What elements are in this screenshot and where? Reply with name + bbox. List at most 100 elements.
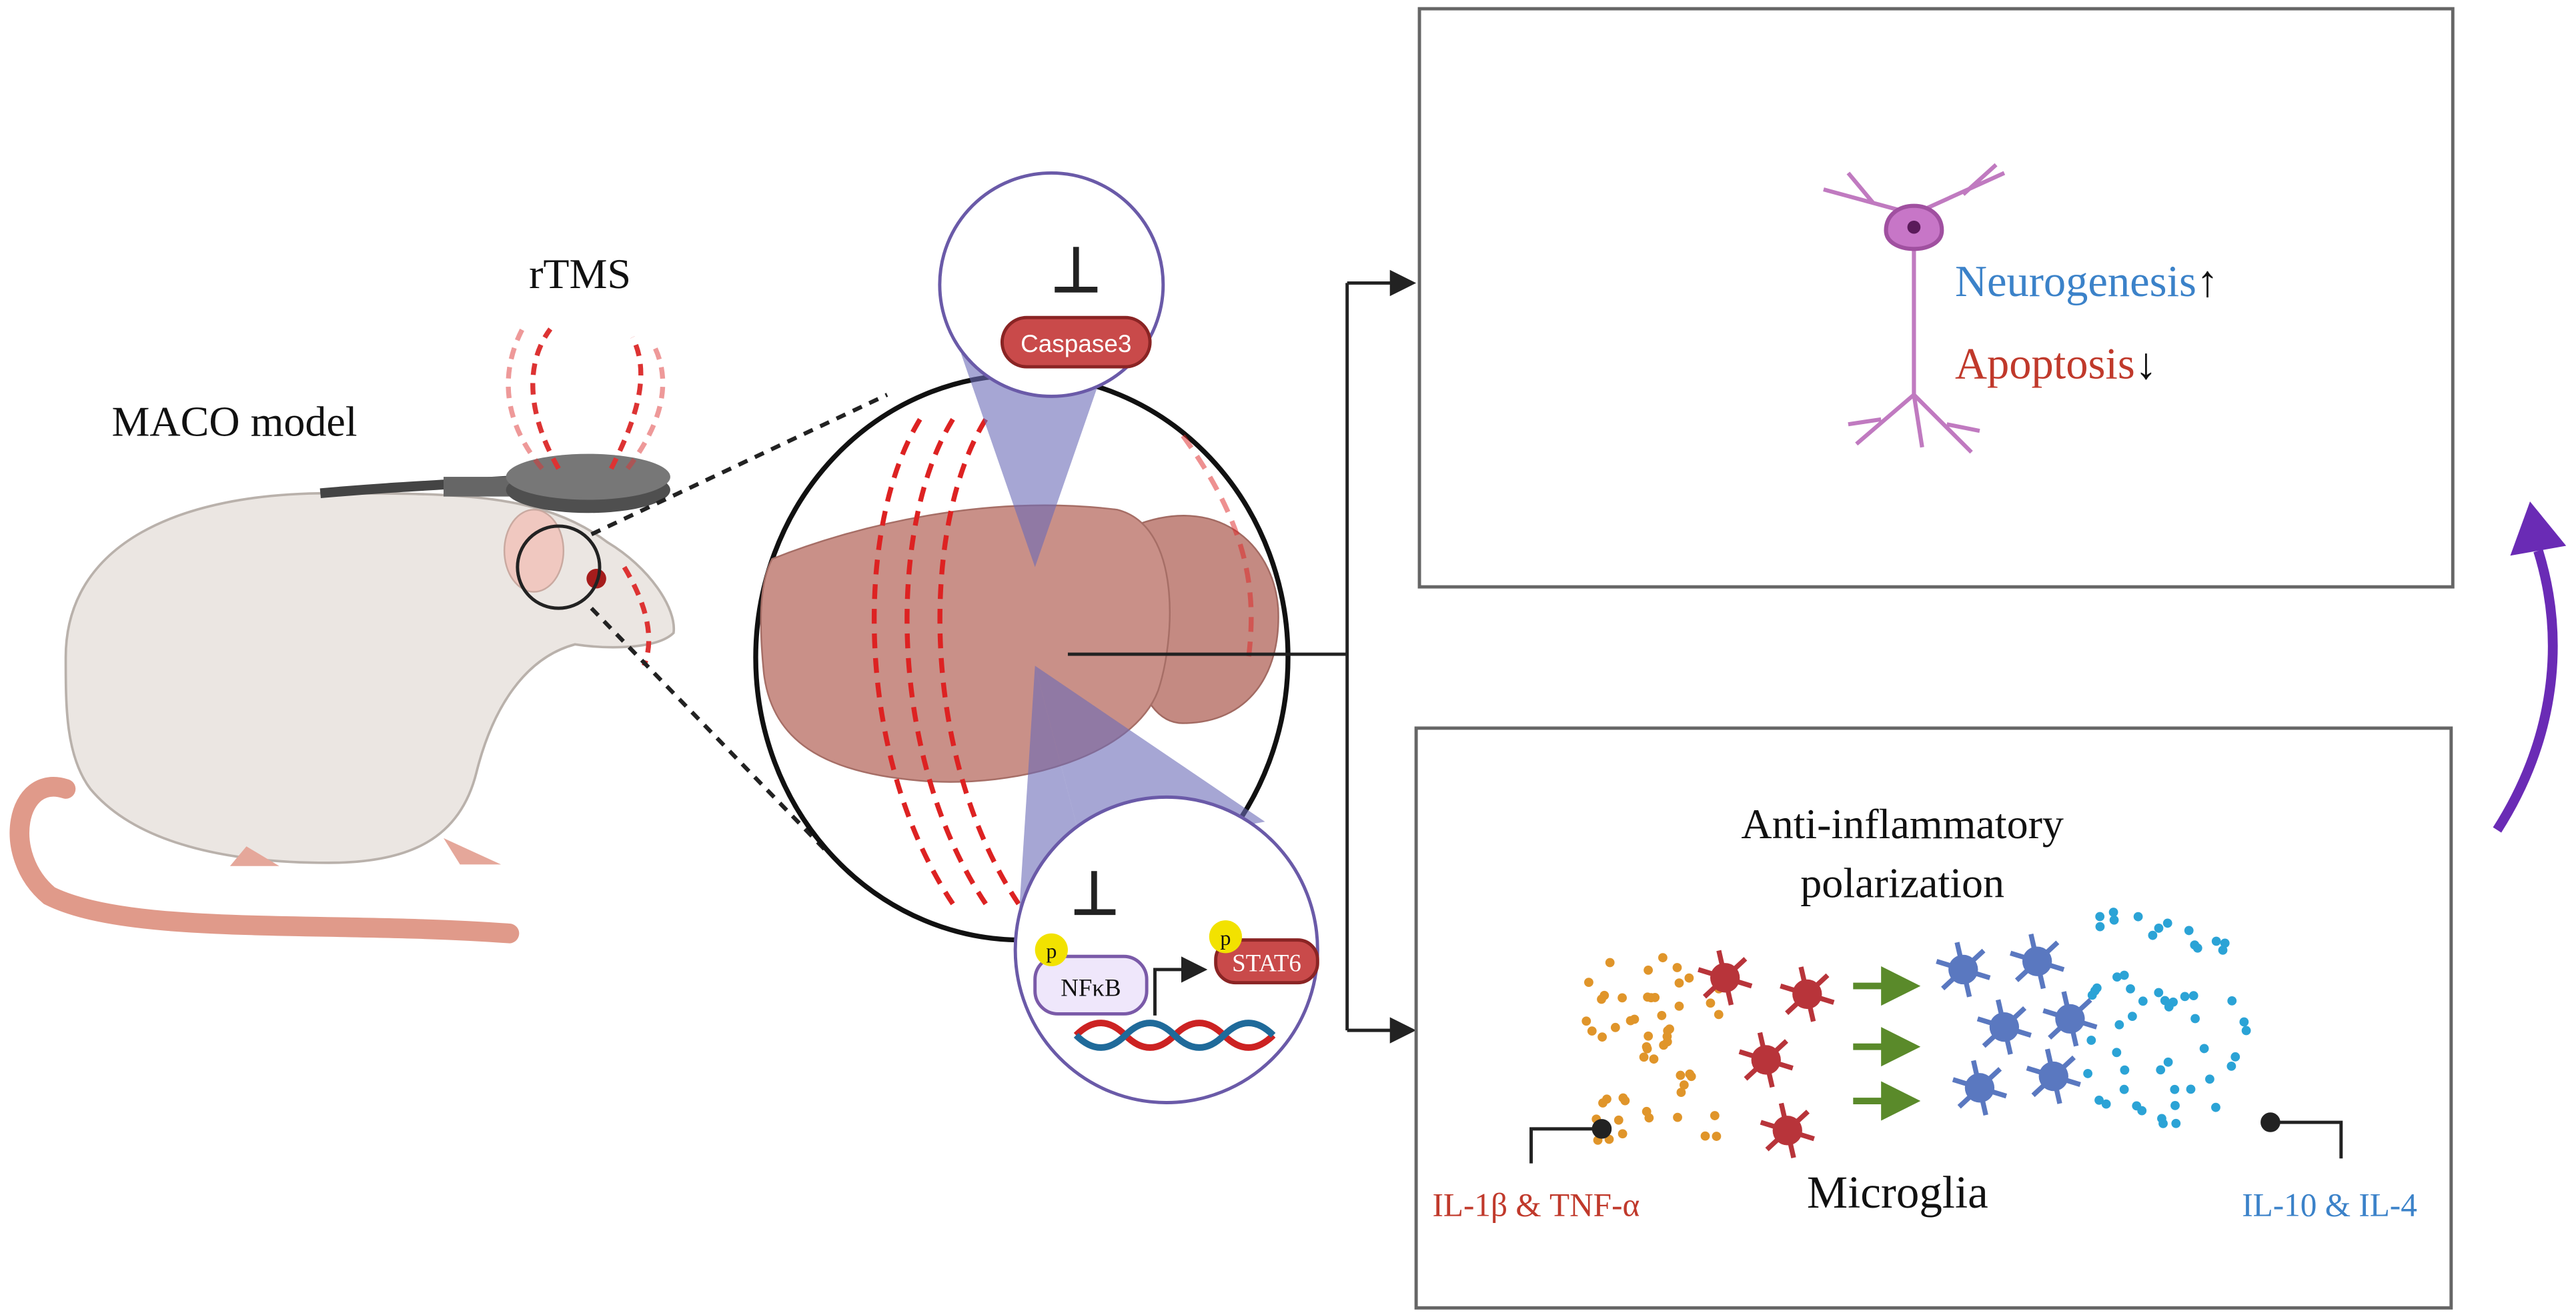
- cytokine-dot: [2112, 972, 2122, 982]
- cytokine-dot: [1672, 963, 1682, 972]
- m1-microglia-cell: [1760, 1102, 1815, 1158]
- cytokine-dot: [1706, 998, 1716, 1008]
- cytokine-dot: [1597, 1032, 1607, 1042]
- polarization-title-2: polarization: [1800, 860, 2004, 907]
- cytokine-dot: [1649, 1054, 1659, 1064]
- curved-arrow-head: [2510, 501, 2567, 556]
- cytokine-dot: [1714, 1010, 1724, 1020]
- cytokine-dot: [2162, 918, 2172, 928]
- zoom-connector-top: [590, 393, 888, 537]
- cytokine-dot: [2154, 988, 2164, 998]
- nfkb-label: NFκB: [1061, 974, 1121, 1001]
- m1-microglia-cell: [1738, 1032, 1794, 1088]
- cytokine-dot: [1599, 990, 1609, 1000]
- cytokine-dot: [1657, 1011, 1667, 1020]
- cytokine-dot: [2230, 1052, 2240, 1062]
- cytokine-dot: [1626, 1016, 1636, 1026]
- cytokine-dot: [2156, 1065, 2166, 1075]
- microglia-cells: [1698, 934, 2098, 1158]
- cytokine-dot: [1614, 1115, 1624, 1125]
- cytokine-dot: [2095, 922, 2105, 932]
- down-arrow-icon: ↓: [2135, 339, 2157, 388]
- cytokine-dot: [1639, 1052, 1649, 1062]
- pro-inflammatory-cytokines: IL-1β & TNF-α: [1433, 1186, 1640, 1223]
- cytokine-dot: [2192, 943, 2202, 953]
- cytokine-dot: [2190, 1014, 2200, 1024]
- cytokine-dot: [2108, 908, 2118, 917]
- rat-illustration: [9, 491, 676, 944]
- cytokine-dot: [2109, 915, 2119, 925]
- cytokine-dot: [1676, 1070, 1686, 1080]
- apoptosis-text: Apoptosis↓: [1955, 339, 2157, 388]
- cytokine-dot: [1610, 1022, 1620, 1032]
- cytokine-dot: [2163, 1057, 2173, 1067]
- cytokine-dot: [1662, 1037, 1672, 1047]
- m2-microglia-cell: [2010, 934, 2065, 990]
- cytokine-dot: [1674, 1001, 1684, 1011]
- cytokine-dot: [1618, 1129, 1628, 1139]
- cytokine-dot: [1618, 1093, 1628, 1103]
- cytokine-dot: [1581, 1016, 1591, 1026]
- cytokine-dot: [1685, 1069, 1695, 1079]
- cytokine-dot: [1712, 1132, 1722, 1141]
- cytokine-dot: [2119, 970, 2129, 980]
- cytokine-dot: [1674, 978, 1684, 988]
- inhibition-icon: [1055, 247, 1098, 293]
- up-arrow-icon: ↑: [2196, 257, 2218, 306]
- cytokine-dot: [2127, 1012, 2137, 1022]
- stat6-label: STAT6: [1232, 949, 1301, 976]
- cytokine-dot: [2101, 1099, 2111, 1109]
- cytokine-dot: [2227, 996, 2237, 1006]
- cytokine-dot: [1584, 978, 1593, 987]
- cytokine-dot: [2112, 1048, 2122, 1058]
- neuron-icon: [1823, 163, 2006, 454]
- cytokine-dot: [1710, 1111, 1720, 1120]
- cytokine-dot: [2120, 1065, 2130, 1075]
- zoom-connector-bottom: [590, 606, 832, 856]
- cytokine-dot: [2094, 1095, 2104, 1105]
- cytokine-dot: [1587, 1026, 1597, 1036]
- neurogenesis-label: Neurogenesis: [1955, 257, 2196, 306]
- phosphate-icon: [1035, 933, 1068, 967]
- nfkb-stat6-zoom: [1013, 795, 1319, 1104]
- caspase-label: Caspase3: [1021, 330, 1131, 357]
- cytokine-dot: [2170, 1100, 2180, 1110]
- cytokine-dot: [2095, 912, 2105, 922]
- phospho-label: p: [1046, 939, 1057, 963]
- m2-microglia-cell: [2026, 1048, 2081, 1104]
- cytokine-dot: [2148, 930, 2158, 940]
- cytokine-dot: [2186, 1084, 2196, 1094]
- m2-microglia-cell: [1936, 942, 1991, 998]
- cytokine-dot: [2218, 945, 2228, 955]
- neuron-panel: [1417, 7, 2455, 589]
- inhibition-icon: [1074, 871, 1116, 916]
- cytokine-dot: [2211, 936, 2221, 946]
- cytokine-dot: [2086, 1036, 2096, 1045]
- rtms-label: rTMS: [529, 250, 631, 297]
- cytokine-dot: [2205, 1074, 2214, 1084]
- cytokine-pointers: [1529, 1112, 2343, 1164]
- branch-arrows: [1067, 269, 1417, 1044]
- cytokine-dot: [1700, 1131, 1710, 1141]
- m2-microglia-cell: [2042, 991, 2098, 1047]
- cytokine-dot: [1644, 1031, 1654, 1041]
- polarization-title-1: Anti-inflammatory: [1741, 800, 2064, 848]
- cytokine-dot: [1618, 993, 1627, 1003]
- cytokine-dot: [2154, 924, 2164, 933]
- cytokine-dot: [2170, 1084, 2180, 1094]
- cytokine-dot: [2132, 1101, 2142, 1111]
- cytokine-dot: [2083, 1069, 2092, 1078]
- neurogenesis-text: Neurogenesis↑: [1955, 257, 2218, 306]
- polarization-arrows: [1853, 966, 1921, 1121]
- cytokine-dot: [2133, 912, 2143, 922]
- cytokine-dot: [2211, 1102, 2220, 1112]
- cytokine-dot: [1679, 1080, 1689, 1090]
- cytokine-dot: [1605, 958, 1615, 968]
- cytokine-dot: [2241, 1026, 2251, 1036]
- apoptosis-label: Apoptosis: [1955, 339, 2135, 388]
- m1-microglia-cell: [1698, 950, 1753, 1006]
- cytokine-dot: [2158, 1119, 2168, 1128]
- cytokine-dot: [2126, 984, 2135, 994]
- cytokine-dot: [2184, 926, 2194, 936]
- cytokine-dot: [1598, 1098, 1607, 1108]
